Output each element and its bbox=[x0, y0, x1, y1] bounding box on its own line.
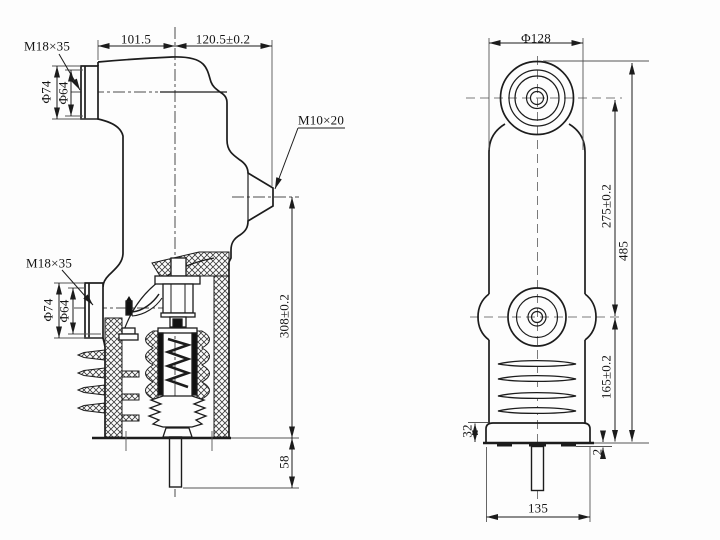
side-view-dimension-lines bbox=[54, 43, 295, 488]
dim-label-rod-58: 58 bbox=[276, 455, 292, 469]
dim-label-dia74-lower: Φ74 bbox=[40, 298, 56, 322]
mounting-pins bbox=[497, 443, 576, 447]
dim-label-height-308: 308±0.2 bbox=[276, 293, 292, 339]
dim-label-base-135: 135 bbox=[527, 500, 549, 516]
dim-label-thread-upper: M18×35 bbox=[23, 38, 71, 54]
dim-label-height-165: 165±0.2 bbox=[598, 354, 614, 400]
lower-terminal-circles bbox=[507, 287, 567, 347]
dim-label-dia64-lower: Φ64 bbox=[56, 299, 72, 323]
dim-label-dia74-upper: Φ74 bbox=[38, 80, 54, 104]
front-view-outline bbox=[477, 123, 597, 443]
shed-ribs bbox=[497, 360, 577, 415]
dim-label-spacing-275: 275±0.2 bbox=[598, 183, 614, 229]
dim-label-thread-lower: M18×35 bbox=[25, 255, 73, 271]
front-view-dimension-lines bbox=[472, 40, 635, 520]
front-view-rod bbox=[530, 445, 545, 492]
side-view-base-ticks bbox=[125, 431, 213, 451]
contact-spring bbox=[164, 337, 193, 389]
base-flange bbox=[485, 422, 591, 443]
side-view-mechanism bbox=[118, 257, 210, 488]
side-view bbox=[52, 27, 345, 497]
dim-label-thread-middle: M10×20 bbox=[297, 112, 345, 128]
operating-rod bbox=[168, 436, 183, 488]
dim-label-base-32: 32 bbox=[459, 424, 475, 438]
front-view-extension-lines bbox=[468, 38, 649, 522]
front-view bbox=[466, 38, 649, 522]
dim-label-pin-2: 2 bbox=[589, 448, 605, 456]
side-view-leaders bbox=[58, 53, 345, 306]
dim-label-width-left: 101.5 bbox=[120, 31, 152, 47]
dim-label-dia128: Φ128 bbox=[521, 30, 551, 46]
dim-label-height-485: 485 bbox=[615, 240, 631, 262]
dim-label-dia64-upper: Φ64 bbox=[55, 81, 71, 105]
side-view-outline bbox=[80, 56, 274, 437]
dim-label-width-right: 120.5±0.2 bbox=[195, 31, 251, 47]
upper-terminal-circles bbox=[499, 60, 575, 136]
bellows bbox=[147, 395, 208, 428]
side-view-section-hatch bbox=[76, 251, 230, 438]
